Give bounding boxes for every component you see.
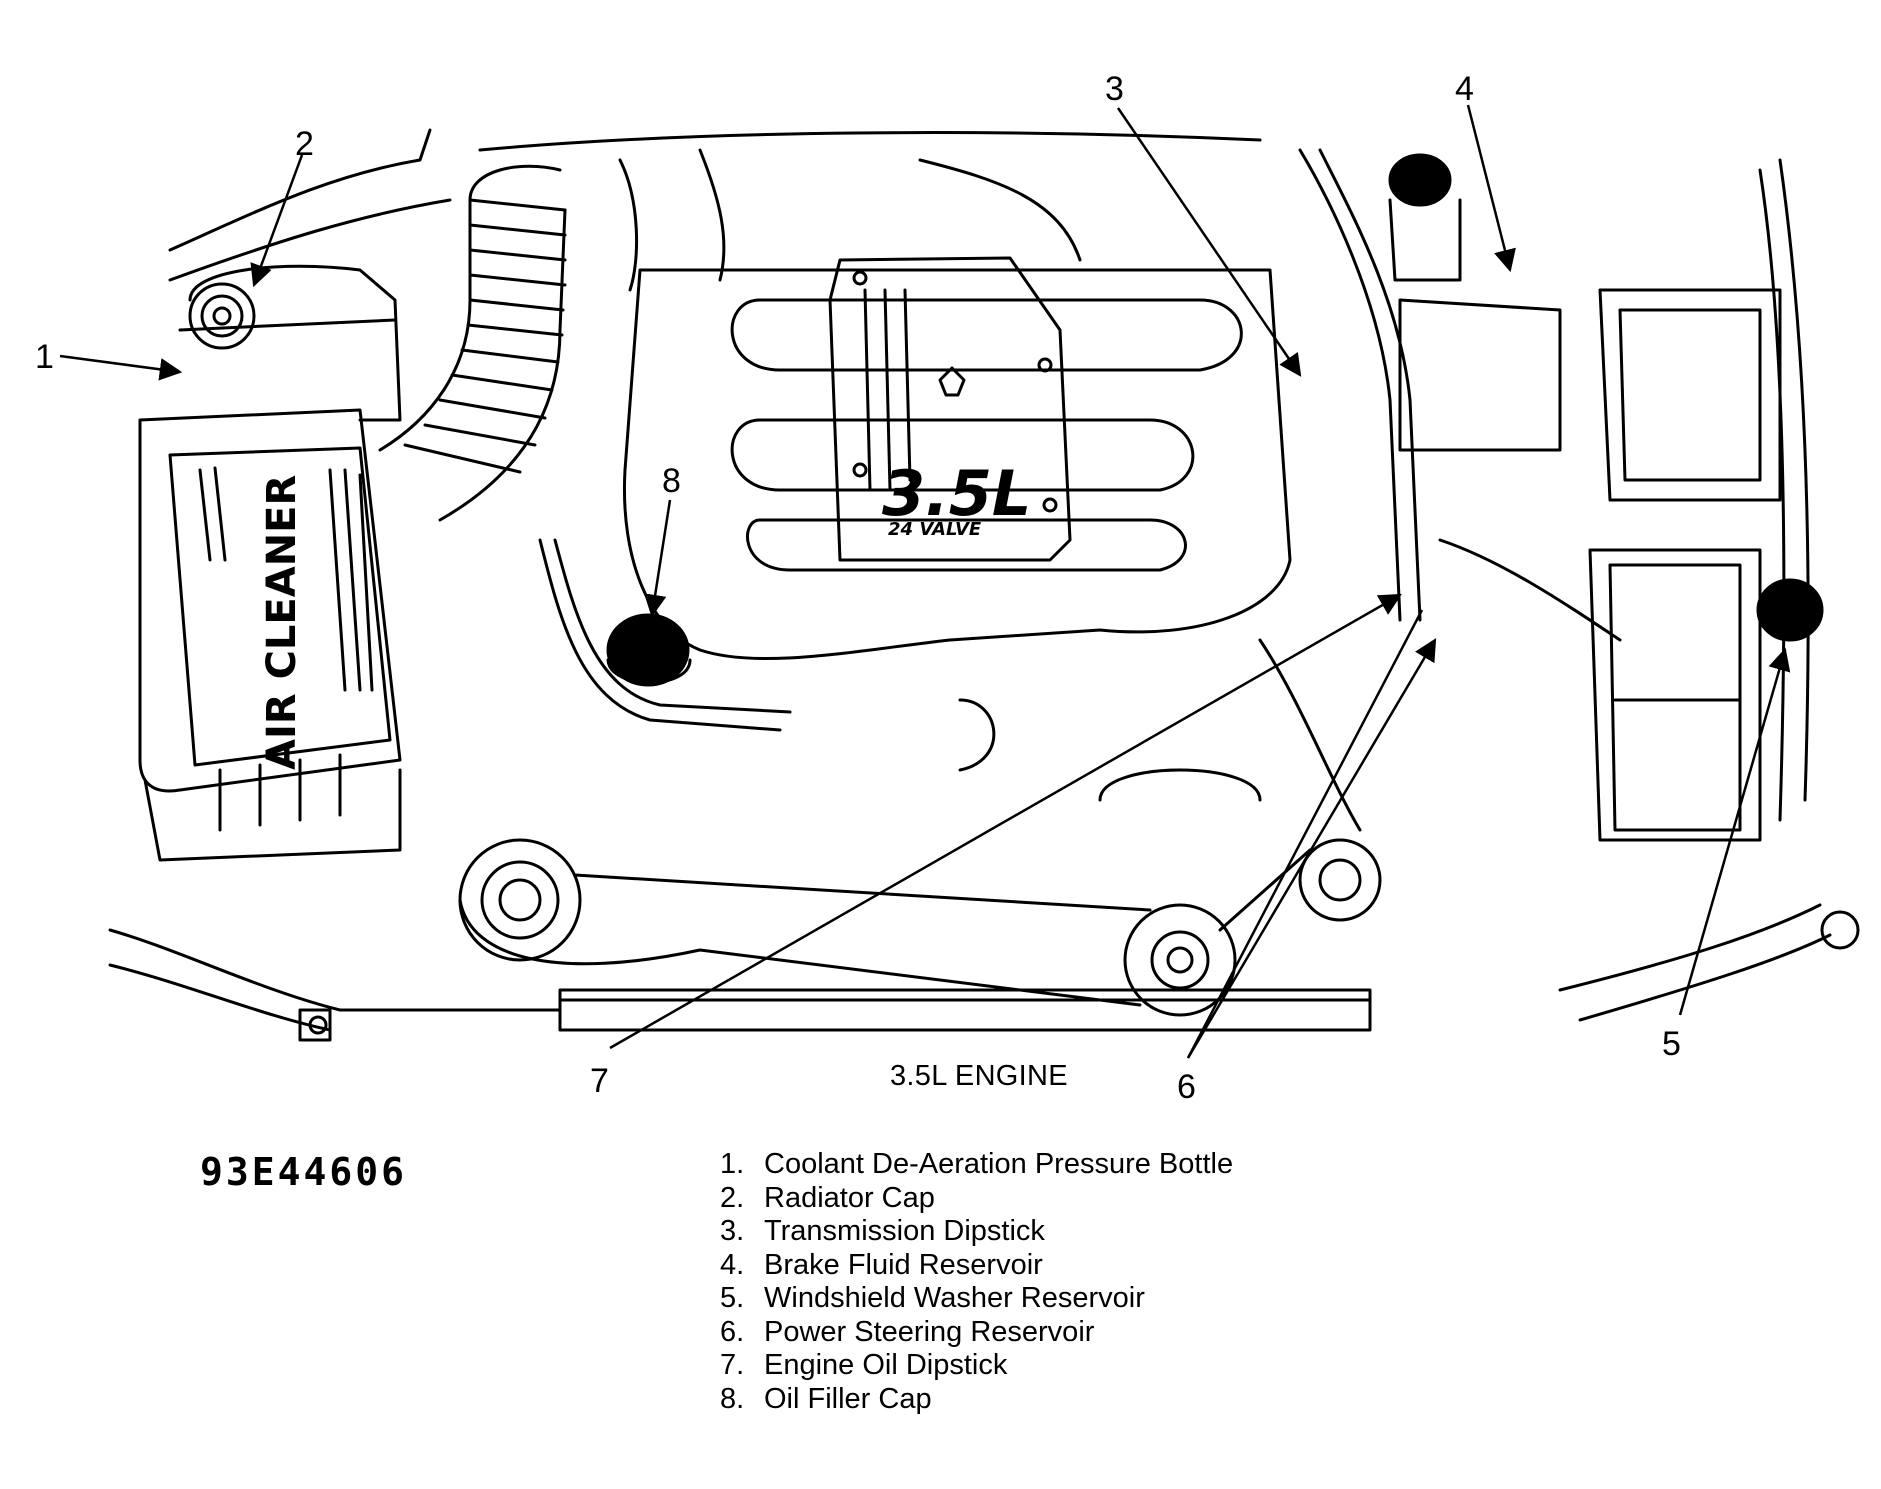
legend-label: Engine Oil Dipstick [764,1349,1008,1381]
legend-item: 7. Engine Oil Dipstick [720,1349,1233,1383]
legend-number: 7. [720,1349,745,1381]
leader-line-3 [1116,107,1302,377]
legend-label: Coolant De-Aeration Pressure Bottle [764,1148,1234,1180]
diagram-caption: 3.5L ENGINE [890,1060,1068,1092]
leader-line-5 [1678,647,1791,1016]
air-cleaner-text: AIR CLEANER [259,475,305,770]
callout-7: 7 [590,1062,609,1100]
callout-4: 4 [1455,70,1474,108]
leader-line-6b [1186,609,1424,1059]
air-cleaner: AIR CLEANER [138,408,402,862]
hoses [538,148,1622,832]
coolant-bottle [178,264,402,422]
legend-item: 1. Coolant De-Aeration Pressure Bottle [720,1148,1233,1182]
relay-box [1598,288,1782,502]
leader-line-2 [250,154,304,288]
legend-item: 4. Brake Fluid Reservoir [720,1249,1233,1283]
radiator-cap [188,282,256,350]
legend-number: 8. [720,1382,745,1415]
legend-number: 6. [720,1315,745,1348]
accessory-drive [458,698,1382,1017]
engine-cover: 3.5L 24 VALVE [828,256,1072,562]
leader-line-7 [609,593,1402,1050]
legend-label: Windshield Washer Reservoir [764,1282,1145,1314]
legend-number: 1. [720,1148,745,1180]
legend-label: Transmission Dipstick [764,1215,1045,1247]
legend-label: Power Steering Reservoir [764,1315,1095,1348]
engine-bay-diagram: AIR CLEANER [35,70,1860,1100]
callout-2: 2 [295,125,314,163]
legend-list: 1. Coolant De-Aeration Pressure Bottle 2.… [720,1148,1233,1416]
leader-line-1 [59,354,183,381]
engine-valve-text: 24 VALVE [888,519,982,540]
legend-label: Brake Fluid Reservoir [764,1248,1043,1281]
legend-item: 3. Transmission Dipstick [720,1215,1233,1249]
callout-3: 3 [1105,70,1124,108]
callout-6: 6 [1177,1068,1196,1100]
leader-line-6a [1186,638,1437,1059]
leader-line-4 [1466,104,1516,273]
washer-reservoir-cap [1756,578,1824,642]
legend-label: Oil Filler Cap [764,1382,932,1415]
oil-filler-cap [606,613,692,687]
legend-number: 4. [720,1248,745,1281]
leader-line-8 [644,499,672,618]
legend-item: 2. Radiator Cap [720,1182,1233,1216]
legend-item: 5. Windshield Washer Reservoir [720,1282,1233,1316]
legend-label: Radiator Cap [764,1181,935,1214]
intake-manifold [622,268,1292,661]
air-intake-duct [378,164,567,522]
legend-item: 8. Oil Filler Cap [720,1383,1233,1417]
legend-number: 5. [720,1282,745,1314]
radiator [558,988,1372,1032]
engine-size-text: 3.5L [882,457,1031,530]
legend-item: 6. Power Steering Reservoir [720,1316,1233,1350]
body-outline [108,128,1860,1042]
callout-8: 8 [662,462,681,500]
brake-fluid-reservoir [1388,153,1562,452]
callout-1: 1 [35,338,54,376]
figure-code: 93E44606 [200,1150,408,1194]
battery [1588,548,1762,842]
legend-number: 3. [720,1215,745,1247]
legend-number: 2. [720,1181,745,1214]
callout-5: 5 [1662,1025,1681,1063]
